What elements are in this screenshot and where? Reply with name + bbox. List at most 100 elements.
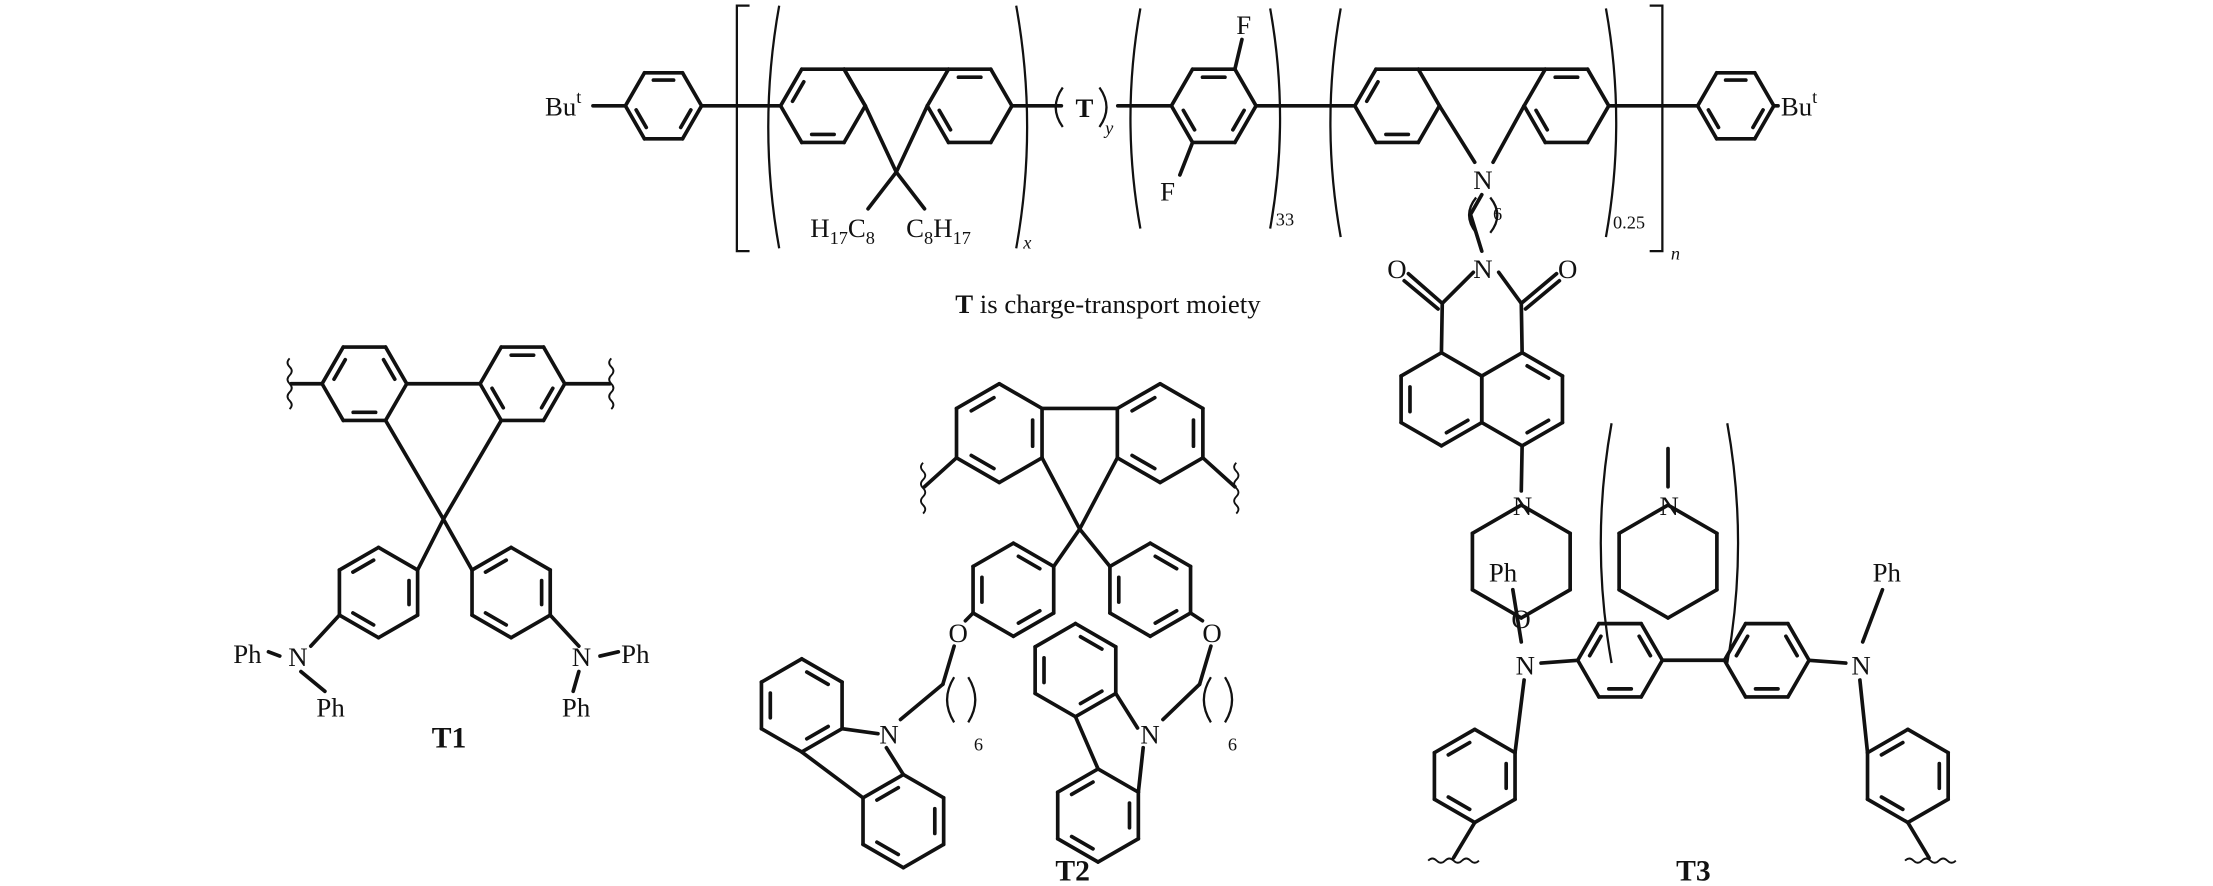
naphthalene-ring-left-bond <box>1399 350 1444 378</box>
bond <box>1136 745 1146 795</box>
paren-chain-open <box>1467 196 1478 234</box>
bond <box>1113 691 1140 730</box>
t1-phenyl-left-bond <box>337 613 381 640</box>
bond <box>884 745 906 777</box>
piperidine-ring-bond <box>1666 587 1719 620</box>
t2-phenyl-left-bond <box>971 611 1016 639</box>
morpholine-oxygen: O <box>1511 604 1530 634</box>
fluorene-ring-left-bond <box>778 67 804 108</box>
piperidine-ring-bond <box>1617 503 1670 536</box>
bond <box>308 613 342 648</box>
t2-carbazole-right-ring-a-bond <box>1033 621 1078 649</box>
piperidine-ring-bond <box>1617 587 1670 620</box>
t2-fluorene-ring-right-bond <box>1158 455 1205 485</box>
t3-phenyl-left-bond <box>1472 727 1517 755</box>
t2-carbazole-left-ring-a-bond <box>759 657 804 684</box>
t1-fluorene-ring-right-bond <box>541 381 567 423</box>
bond <box>1451 820 1477 860</box>
phenyl-end-left-double-bond <box>634 108 649 130</box>
paren-carbazole-open <box>1329 8 1342 238</box>
t3-phenyl-right: Ph <box>1873 557 1902 587</box>
t1-phenyl-right-double-bond <box>483 611 509 627</box>
t3-biphenyl-ring-left-bond <box>1575 621 1601 663</box>
t3-biphenyl-ring-left-bond <box>1575 658 1601 699</box>
bond <box>1077 455 1120 531</box>
carbazole-ring-right-bond <box>1522 103 1548 145</box>
t2-fluorene-ring-right-bond <box>1115 455 1162 485</box>
t3-phenyl-right-bond <box>1906 797 1951 825</box>
bond <box>383 418 446 522</box>
naphthalene-ring-left-double-bond <box>1444 418 1470 435</box>
naphthalene-ring-right-bond <box>1479 420 1524 448</box>
fluorine-top: F <box>1236 10 1251 40</box>
t2-carbazole-right-ring-b-bond <box>1096 836 1141 864</box>
bond <box>1040 455 1082 531</box>
bond <box>1513 678 1526 755</box>
t3-biphenyl-ring-right-double-bond <box>1784 634 1799 658</box>
bond <box>1491 103 1526 165</box>
transport-moiety-T: T <box>1075 93 1093 123</box>
bond <box>1519 301 1524 355</box>
t2-fluorene-ring-left-bond <box>954 381 1002 411</box>
t2-carbazole-left-ring-a-double-bond <box>804 670 831 687</box>
t1-nitrogen-right: N <box>572 642 591 672</box>
naphthalene-ring-right-bond <box>1520 350 1565 378</box>
t2-wavy-right <box>1233 462 1240 515</box>
t1-phenyl-left-bond <box>337 545 381 572</box>
t1-phenyl-right-below: Ph <box>562 693 591 723</box>
carbazole-ring-right-bond <box>1585 67 1611 108</box>
subscript-n: n <box>1671 244 1680 264</box>
t1-fluorene-ring-right-bond <box>478 381 504 423</box>
bond <box>1539 658 1580 665</box>
t3-wavy-right <box>1904 857 1957 864</box>
paren-T-open <box>1054 86 1064 128</box>
t2-phenyl-left-bond <box>1011 611 1056 639</box>
bond <box>1906 820 1931 860</box>
bond <box>1178 140 1195 177</box>
difluorophenyl-double-bond <box>1231 108 1246 132</box>
morpholine-ring-bond <box>1470 503 1524 536</box>
t2-carbazole-nitrogen-left: N <box>879 720 898 750</box>
bond <box>1519 443 1524 493</box>
t2-carbazole-left-ring-b-bond <box>901 772 946 800</box>
phenyl-end-right-bond <box>1695 70 1719 108</box>
morpholine-ring-bond <box>1470 587 1524 620</box>
t2-carbazole-right-ring-a-double-bond <box>1078 689 1104 706</box>
fluorene-ring-right-bond <box>925 103 951 145</box>
t1-fluorene-ring-left-bond <box>320 381 346 423</box>
t2-phenyl-right-bond <box>1108 611 1153 639</box>
naphthalene-ring-left-bond <box>1439 350 1484 378</box>
t2-subscript-6-left: 6 <box>974 735 983 755</box>
bond <box>866 170 899 211</box>
bond <box>1406 271 1445 306</box>
t3-phenyl-left: Ph <box>1489 557 1518 587</box>
t2-ether-oxygen-right: O <box>1202 618 1221 648</box>
naphthalene-ring-right-bond <box>1479 350 1524 378</box>
subscript-0.25: 0.25 <box>1613 213 1645 233</box>
fluorene-ring-left-bond <box>842 103 868 145</box>
morpholine-nitrogen: N <box>1513 491 1532 521</box>
t3-biphenyl-ring-right-bond <box>1722 621 1748 663</box>
difluorophenyl-bond <box>1169 67 1195 108</box>
bond <box>441 517 474 572</box>
t3-wavy-left <box>1427 857 1480 864</box>
phenyl-end-right-bond <box>1752 103 1776 141</box>
difluorophenyl-bond <box>1233 67 1258 108</box>
t2-carbazole-right-ring-a-bond <box>1073 621 1118 649</box>
t1-fluorene-ring-left-bond <box>383 381 409 423</box>
t2-carbazole-right-ring-b-bond <box>1055 836 1100 864</box>
t3-biphenyl-ring-right-bond <box>1786 658 1811 699</box>
paren-chain-close <box>1489 196 1499 234</box>
bond <box>963 611 975 623</box>
t2-carbazole-right-ring-b-double-bond <box>1069 780 1095 797</box>
subscript-6-chain: 6 <box>1493 204 1502 224</box>
t3-biphenyl-ring-right-double-bond <box>1734 634 1750 658</box>
bond <box>842 67 868 108</box>
t1-fluorene-ring-right-double-bond <box>490 386 506 410</box>
bond <box>863 103 899 174</box>
t2-paren-right-open <box>1202 676 1212 723</box>
t1-phenyl-left-double-bond <box>351 611 376 627</box>
subscript-x: x <box>1022 232 1031 252</box>
t1-phenyl-right-bond <box>509 613 553 640</box>
